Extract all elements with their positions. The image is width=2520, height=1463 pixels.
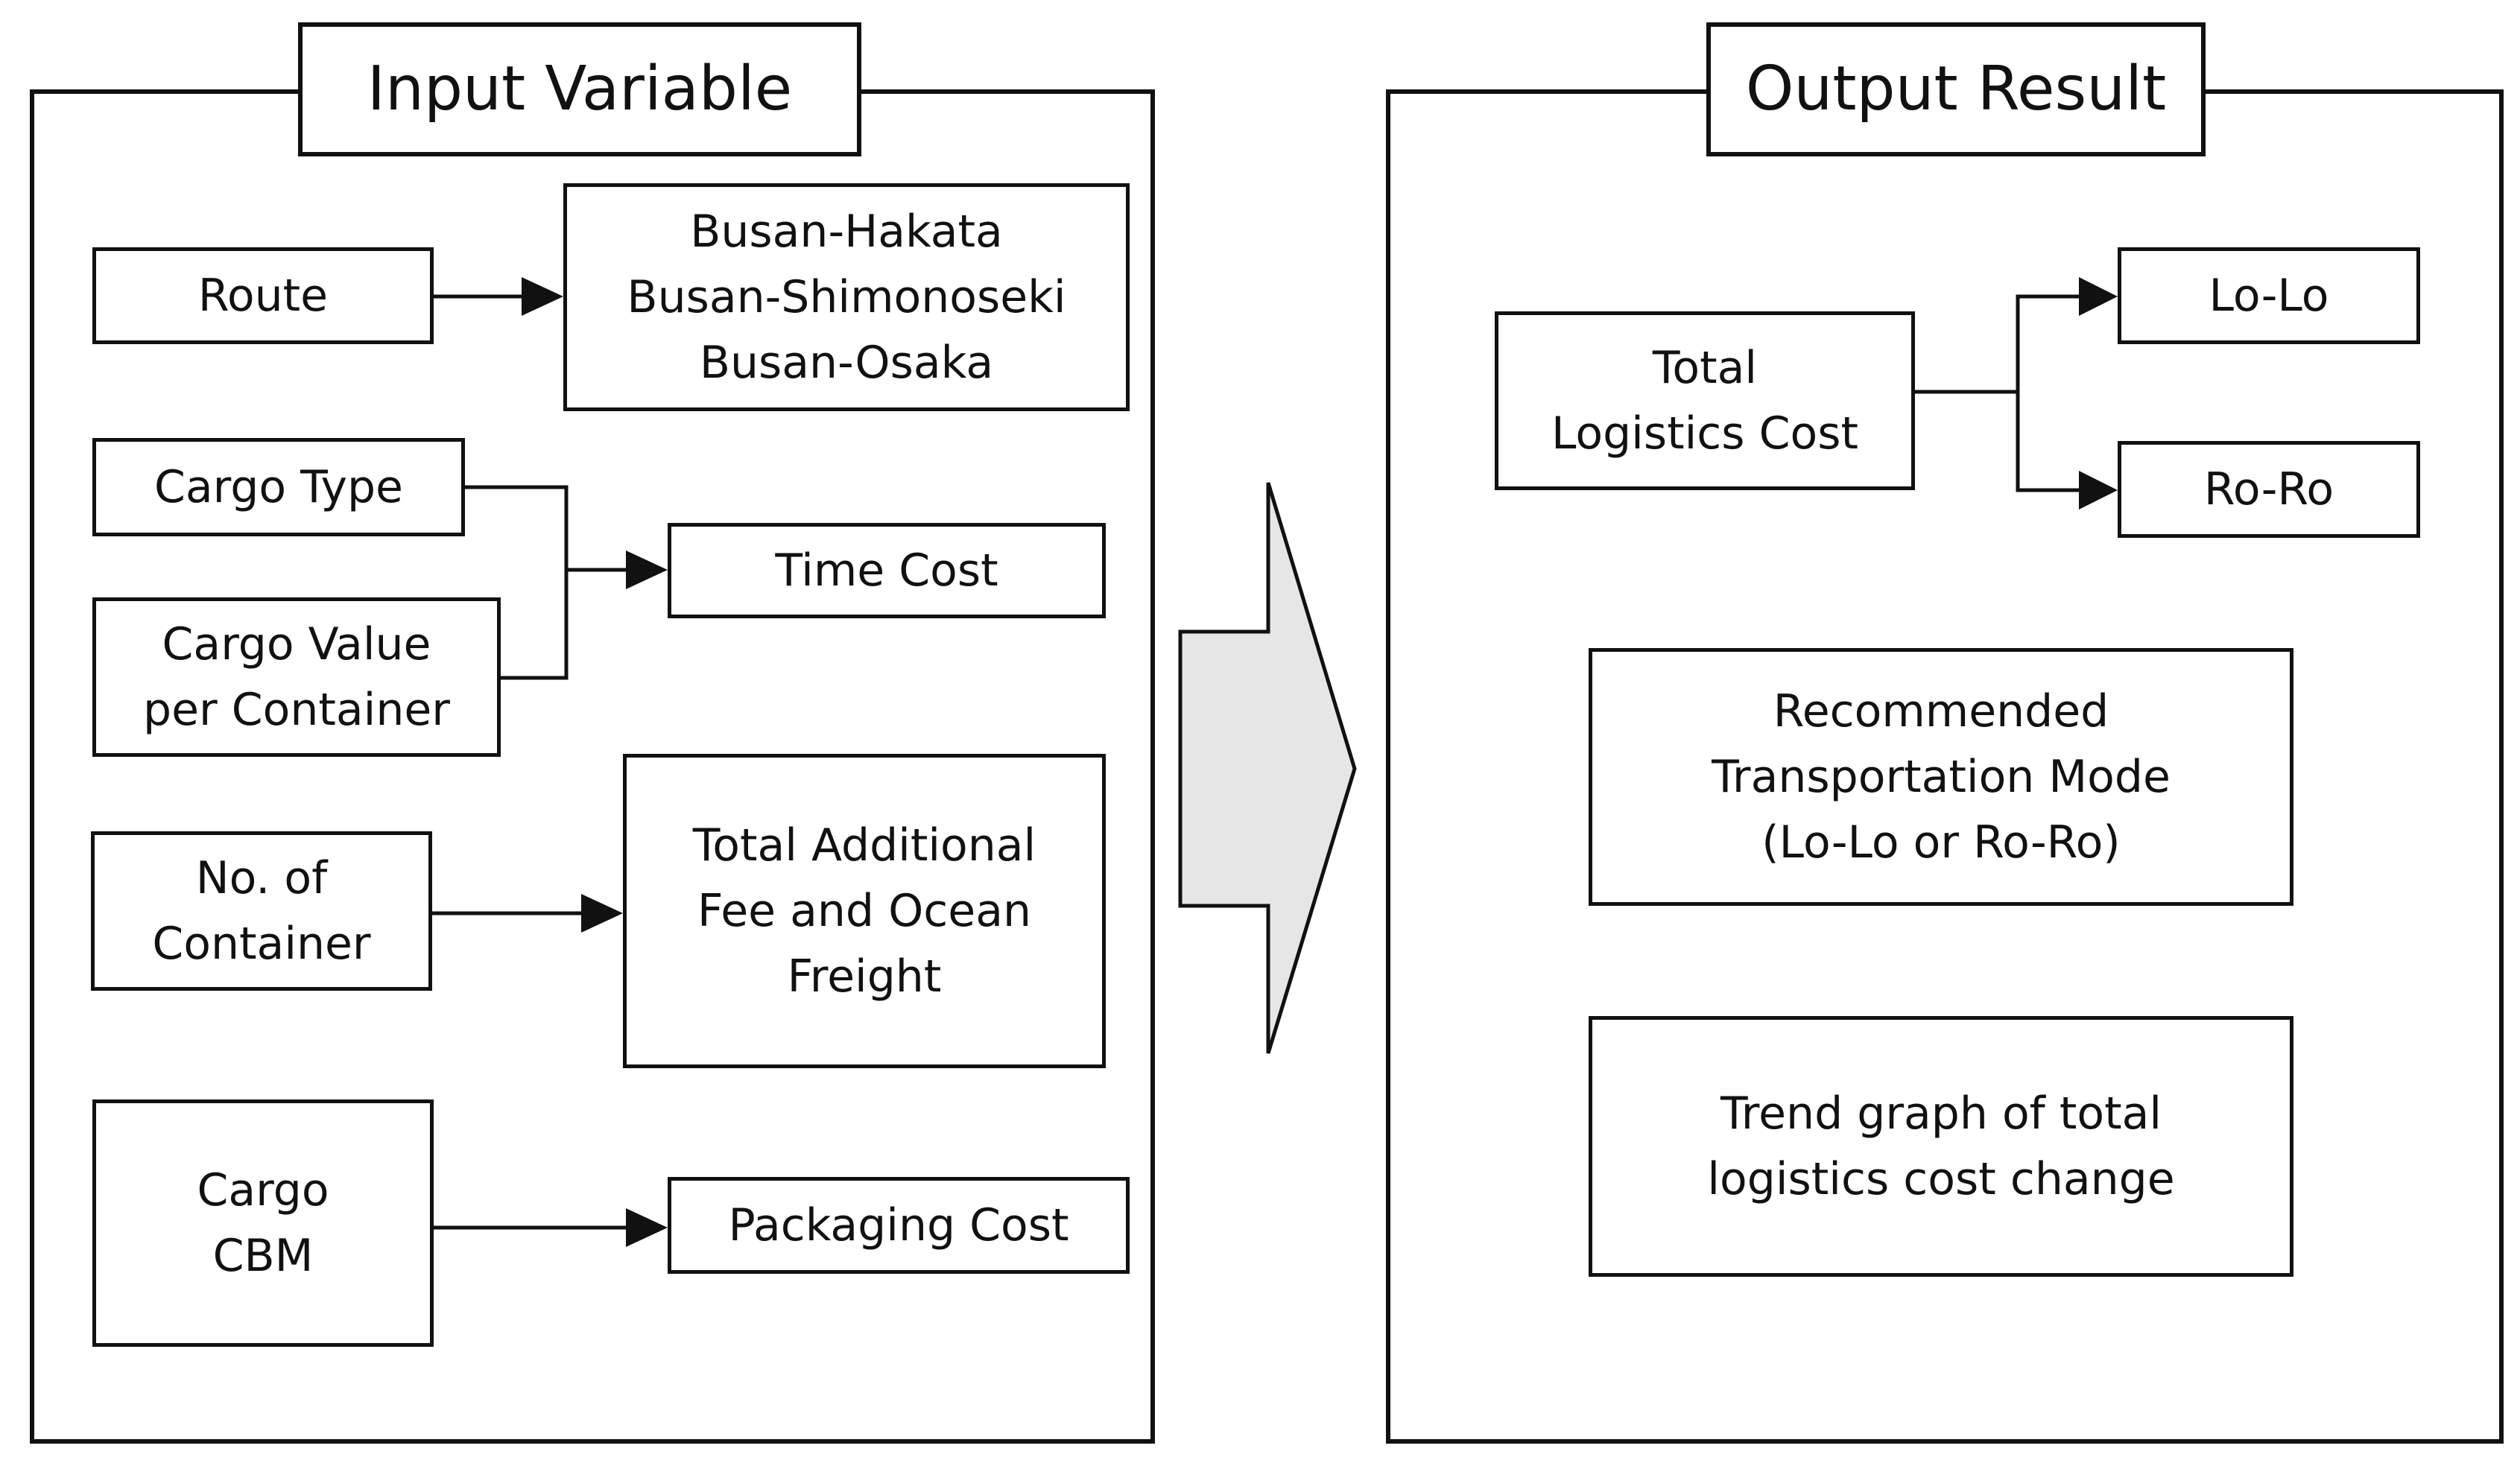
input-variable-title: Input Variable xyxy=(298,22,861,156)
input-variable-title-text: Input Variable xyxy=(367,54,793,124)
time-cost-label: Time Cost xyxy=(775,545,998,597)
arrowhead-time-cost xyxy=(626,550,668,589)
cargo-cbm-node: Cargo CBM xyxy=(92,1099,434,1347)
arrowhead-roro xyxy=(2079,471,2118,510)
packaging-cost-node: Packaging Cost xyxy=(668,1177,1130,1274)
arrowhead-routes xyxy=(522,277,563,316)
cargo-type-label: Cargo Type xyxy=(154,461,403,513)
arrowhead-fee xyxy=(581,894,623,933)
arrowhead-lolo xyxy=(2079,277,2118,316)
routes-list-label: Busan-Hakata Busan-Shimonoseki Busan-Osa… xyxy=(627,206,1066,389)
route-label: Route xyxy=(197,270,329,322)
no-of-container-label: No. of Container xyxy=(152,852,371,970)
routes-list-node: Busan-Hakata Busan-Shimonoseki Busan-Osa… xyxy=(563,183,1130,411)
roro-node: Ro-Ro xyxy=(2118,441,2420,538)
cargo-value-node: Cargo Value per Container xyxy=(92,597,501,757)
cargo-cbm-label: Cargo CBM xyxy=(197,1164,329,1282)
packaging-cost-label: Packaging Cost xyxy=(728,1199,1069,1251)
big-flow-arrow xyxy=(1178,482,1357,1054)
trend-graph-node: Trend graph of total logistics cost chan… xyxy=(1589,1016,2293,1277)
arrowhead-packaging xyxy=(626,1208,668,1247)
connector-cargo-type xyxy=(465,485,569,680)
lolo-label: Lo-Lo xyxy=(2209,270,2329,322)
additional-fee-node: Total Additional Fee and Ocean Freight xyxy=(623,754,1106,1068)
connector-lolo xyxy=(2016,294,2079,392)
additional-fee-label: Total Additional Fee and Ocean Freight xyxy=(692,819,1036,1003)
route-node: Route xyxy=(92,247,434,344)
output-result-title: Output Result xyxy=(1706,22,2206,156)
total-logistics-cost-node: Total Logistics Cost xyxy=(1495,311,1915,490)
roro-label: Ro-Ro xyxy=(2203,463,2334,515)
recommended-mode-node: Recommended Transportation Mode (Lo-Lo o… xyxy=(1589,648,2293,906)
trend-graph-label: Trend graph of total logistics cost chan… xyxy=(1707,1088,2175,1205)
time-cost-node: Time Cost xyxy=(668,523,1106,618)
cargo-value-label: Cargo Value per Container xyxy=(143,618,450,736)
cargo-type-node: Cargo Type xyxy=(92,438,465,536)
output-result-title-text: Output Result xyxy=(1745,54,2167,124)
lolo-node: Lo-Lo xyxy=(2118,247,2420,344)
recommended-mode-label: Recommended Transportation Mode (Lo-Lo o… xyxy=(1712,685,2171,869)
no-of-container-node: No. of Container xyxy=(91,831,432,991)
total-logistics-cost-label: Total Logistics Cost xyxy=(1551,342,1858,460)
connector-roro xyxy=(2016,392,2079,492)
